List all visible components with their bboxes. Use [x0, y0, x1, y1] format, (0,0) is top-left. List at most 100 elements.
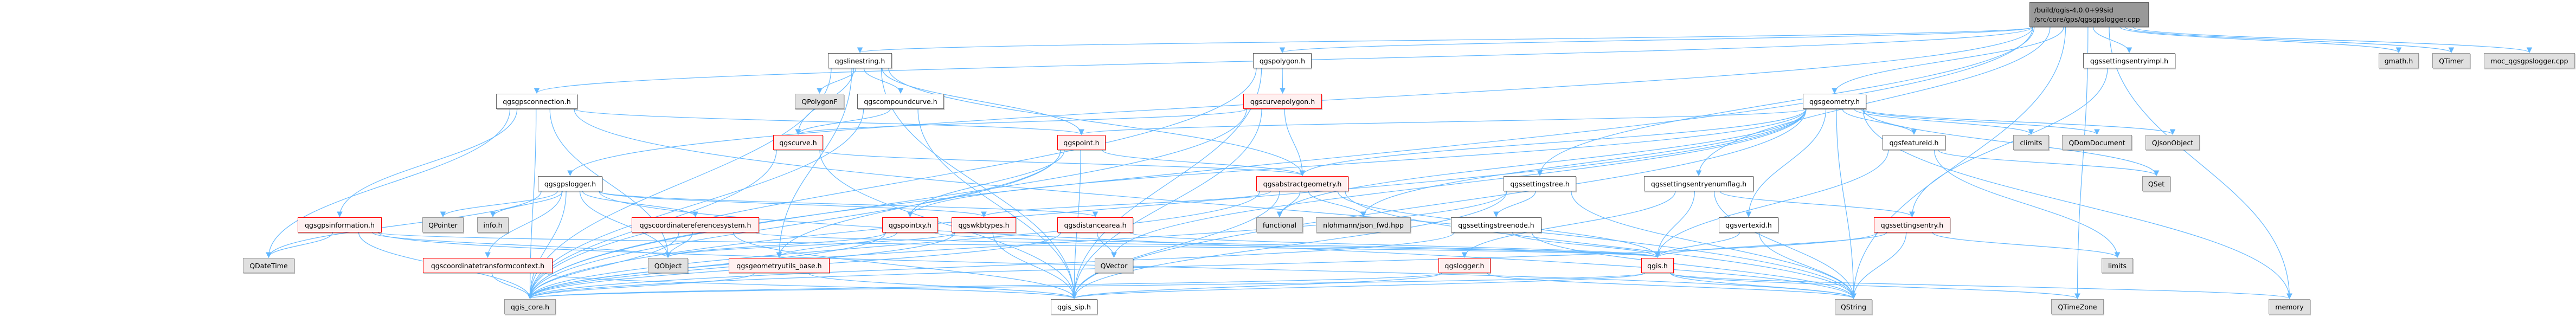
node-qgslogger[interactable]: qgslogger.h [1438, 258, 1491, 273]
node-qgscurvepolygon[interactable]: qgscurvepolygon.h [1243, 94, 1322, 109]
node-qgsabstractgeometry[interactable]: qgsabstractgeometry.h [1256, 176, 1348, 191]
edge-qgscoordinatetransformcontext-to-qgis_core [491, 273, 533, 300]
edge-root-to-memory [2109, 27, 2292, 300]
node-qgssettingsentryimpl[interactable]: qgssettingsentryimpl.h [2083, 53, 2175, 68]
node-qgssettingsentryenumflag[interactable]: qgssettingsentryenumflag.h [1644, 176, 1753, 191]
node-qgspolygon[interactable]: qgspolygon.h [1253, 53, 1312, 68]
node-qpolygonf[interactable]: QPolygonF [795, 94, 844, 109]
node-qjsonobject[interactable]: QJsonObject [2145, 135, 2200, 150]
edge-qgscurvepolygon-to-qgsabstractgeometry [1284, 108, 1306, 177]
edge-qgscurvepolygon-to-qgscurve [795, 108, 1247, 135]
edge-qgssettingsentryenumflag-to-qgis [1654, 191, 1695, 258]
node-functional[interactable]: functional [1256, 217, 1303, 232]
edge-qgswkbtypes-to-QObject [665, 232, 955, 258]
edge-qgspointxy-to-qgis_core [527, 232, 886, 300]
node-qgscompoundcurve[interactable]: qgscompoundcurve.h [857, 94, 944, 109]
edge-qgslinestring-to-qgspoint [882, 68, 1084, 135]
edge-qgspoint-to-qgsgeometryutils_base [776, 150, 1061, 258]
node-qgscoordinatetransformcontext[interactable]: qgscoordinatetransformcontext.h [423, 258, 553, 273]
edge-qgsgpslogger-to-qgscoordinatetransformcontext [485, 191, 562, 258]
edge-root-to-qgssettingsentryimpl [2092, 27, 2132, 54]
edge-qgsabstractgeometry-to-nlohmann [1308, 191, 1366, 218]
edge-qgsgeometry-to-nlohmann [1360, 108, 1807, 218]
node-info[interactable]: info.h [477, 217, 509, 232]
node-gmath[interactable]: gmath.h [2379, 53, 2419, 68]
edge-qgspointxy-to-qgis [934, 232, 1660, 258]
node-qdatetime[interactable]: QDateTime [243, 258, 294, 273]
node-qgslinestring[interactable]: qgslinestring.h [828, 53, 892, 68]
edge-qgspoint-to-qgsabstractgeometry [1102, 150, 1306, 177]
edge-qgsgpslogger-to-QPointer [440, 191, 558, 218]
edge-root-to-qgslinestring [857, 27, 2033, 54]
edge-qgsgpslogger-to-qgis_core [527, 191, 567, 300]
node-qgssettingstreenode[interactable]: qgssettingstreenode.h [1451, 217, 1541, 232]
edge-qgis-to-QTimeZone [1670, 273, 2080, 300]
node-qtimer[interactable]: QTimer [2432, 53, 2470, 68]
edge-qgsfeatureid-to-qgis [1654, 150, 1889, 258]
edge-qgscurve-to-qgsabstractgeometry [819, 150, 1305, 177]
node-qgssettingsentry[interactable]: qgssettingsentry.h [1874, 217, 1950, 232]
node-qgsgpslogger[interactable]: qgsgpslogger.h [538, 176, 602, 191]
edge-qgsgpslogger-to-QObject [579, 191, 671, 258]
node-qgswkbtypes[interactable]: qgswkbtypes.h [952, 217, 1016, 232]
edge-root-to-qgsgeometry [1832, 27, 2064, 94]
node-qgis-sip[interactable]: qgis_sip.h [1051, 299, 1097, 314]
edge-qgsgpslogger-to-qgswkbtypes [599, 191, 987, 218]
edge-qgssettingsentryenumflag-to-qgssettingsentry [1719, 191, 1915, 218]
edge-qgscurve-to-qgis_sip [819, 150, 1077, 300]
root-file-node[interactable]: /build/qgis-4.0.0+99sid /src/core/gps/qg… [2029, 2, 2149, 27]
edge-qgssettingsentry-to-QString [1851, 232, 1907, 300]
edge-qgsgeometry-to-qgis_core [527, 108, 1807, 300]
node-qgssettingstree[interactable]: qgssettingstree.h [1504, 176, 1576, 191]
edge-qgscoordinatereferencesystem-to-qgis_core [527, 232, 679, 300]
node-qvector[interactable]: QVector [1095, 258, 1133, 273]
node-qgscoordinatereferencesystem[interactable]: qgscoordinatereferencesystem.h [632, 217, 759, 232]
node-qgscurve[interactable]: qgscurve.h [773, 135, 823, 150]
edge-qgsgpsinformation-to-QDateTime [266, 232, 333, 258]
edge-qgssettingsentryenumflag-to-qgslogger [1461, 191, 1676, 258]
node-qgspoint[interactable]: qgspoint.h [1057, 135, 1106, 150]
node-memory[interactable]: memory [2269, 299, 2310, 314]
node-qset[interactable]: QSet [2142, 176, 2170, 191]
edge-qgssettingsentry-to-qgis [1654, 232, 1887, 258]
node-moc[interactable]: moc_qgsgpslogger.cpp [2484, 53, 2575, 68]
node-qgsgeometry[interactable]: qgsgeometry.h [1803, 94, 1866, 109]
edge-qgsfeatureid-to-limits [1933, 150, 2121, 258]
node-climits[interactable]: climits [2013, 135, 2049, 150]
edge-qgsfeatureid-to-QSet [1938, 150, 2160, 177]
node-qdomdocument[interactable]: QDomDocument [2062, 135, 2132, 150]
node-qgsgeometryutils-base[interactable]: qgsgeometryutils_base.h [729, 258, 830, 273]
node-qstring[interactable]: QString [1835, 299, 1872, 314]
node-qgspointxy[interactable]: qgspointxy.h [882, 217, 938, 232]
edge-qgsgpslogger-to-qgsdistancearea [599, 191, 1098, 218]
edge-qgssettingsentry-to-limits [1932, 232, 2121, 258]
node-qtimezone[interactable]: QTimeZone [2051, 299, 2104, 314]
edge-qgsabstractgeometry-to-QString [1345, 191, 1856, 300]
node-nlohmann[interactable]: nlohmann/json_fwd.hpp [1316, 217, 1411, 232]
node-qgis-core[interactable]: qgis_core.h [504, 299, 556, 314]
edge-qgsgeometry-to-QJsonObject [1862, 108, 2176, 135]
node-qobject[interactable]: QObject [648, 258, 688, 273]
edge-qgsabstractgeometry-to-qgis_sip [1071, 191, 1280, 300]
edge-qgspoint-to-qgis_core [527, 150, 1061, 300]
node-qgsgpsinformation[interactable]: qgsgpsinformation.h [298, 217, 382, 232]
edge-qgsgpsconnection-to-QDateTime [266, 108, 511, 258]
node-limits[interactable]: limits [2102, 258, 2133, 273]
node-qgsvertexid[interactable]: qgsvertexid.h [1719, 217, 1778, 232]
edge-root-to-QString [1851, 27, 2066, 300]
edge-qgsdistancearea-to-QVector [1096, 232, 1117, 258]
node-qgsfeatureid[interactable]: qgsfeatureid.h [1883, 135, 1945, 150]
edge-qgsgeometry-to-qgsabstractgeometry [1299, 108, 1807, 177]
edge-qgsgeometry-to-qgsfeatureid [1842, 108, 1917, 135]
edge-qgscompoundcurve-to-qgis_sip [917, 108, 1077, 300]
node-qgsdistancearea[interactable]: qgsdistancearea.h [1057, 217, 1133, 232]
node-qgsgpsconnection[interactable]: qgsgpsconnection.h [496, 94, 577, 109]
edge-qgsgeometryutils_base-to-qgis_sip [808, 273, 1077, 300]
node-qgis[interactable]: qgis.h [1641, 258, 1674, 273]
edge-root-to-QTimer [2125, 27, 2455, 54]
node-qpointer[interactable]: QPointer [422, 217, 464, 232]
edge-qgsgpslogger-to-QDateTime [266, 191, 542, 258]
edge-root-to-qgis_core [527, 27, 2033, 300]
edge-qgsvertexid-to-qgis [1654, 232, 1740, 258]
